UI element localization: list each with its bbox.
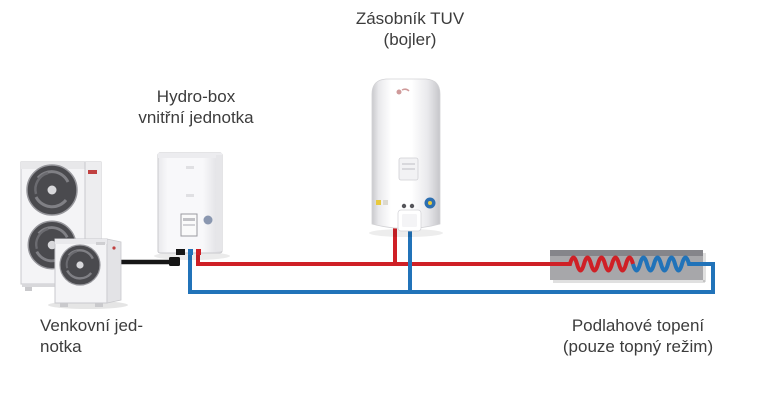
tank-control-panel — [397, 203, 422, 232]
label-outdoor-unit: Venkovní jed- notka — [40, 315, 143, 357]
brand-logo-icon — [203, 215, 213, 225]
hot-water-tank — [369, 78, 443, 237]
hydro-box-unit — [154, 152, 230, 260]
label-hydrobox-line1: Hydro-box — [156, 87, 236, 106]
hot-water-pipe — [196, 228, 635, 273]
fan-icon — [25, 163, 79, 217]
label-floor-heating-line2: (pouze topný režim) — [562, 337, 714, 356]
outdoor-unit-front — [48, 238, 128, 309]
label-outdoor-unit-line2: notka — [40, 337, 82, 356]
fan-icon — [58, 243, 102, 287]
label-hydrobox: Hydro-box vnitřní jednotka — [138, 86, 253, 128]
label-outdoor-unit-line1: Venkovní jed- — [40, 316, 144, 335]
label-floor-heating-line1: Podlahové topení — [571, 316, 705, 335]
label-tank: Zásobník TUV (bojler) — [356, 8, 464, 50]
cold-water-pipe — [188, 228, 715, 294]
power-cable — [118, 257, 180, 266]
tank-indicator-icon — [376, 200, 381, 205]
brand-logo-icon — [396, 89, 402, 95]
label-hydrobox-line2: vnitřní jednotka — [138, 108, 254, 127]
label-tank-line2: (bojler) — [383, 30, 437, 49]
tank-indicator-icon — [383, 200, 388, 205]
label-tank-line1: Zásobník TUV — [355, 9, 465, 28]
hydro-box-display — [180, 213, 198, 237]
label-floor-heating: Podlahové topení (pouze topný režim) — [563, 315, 713, 357]
